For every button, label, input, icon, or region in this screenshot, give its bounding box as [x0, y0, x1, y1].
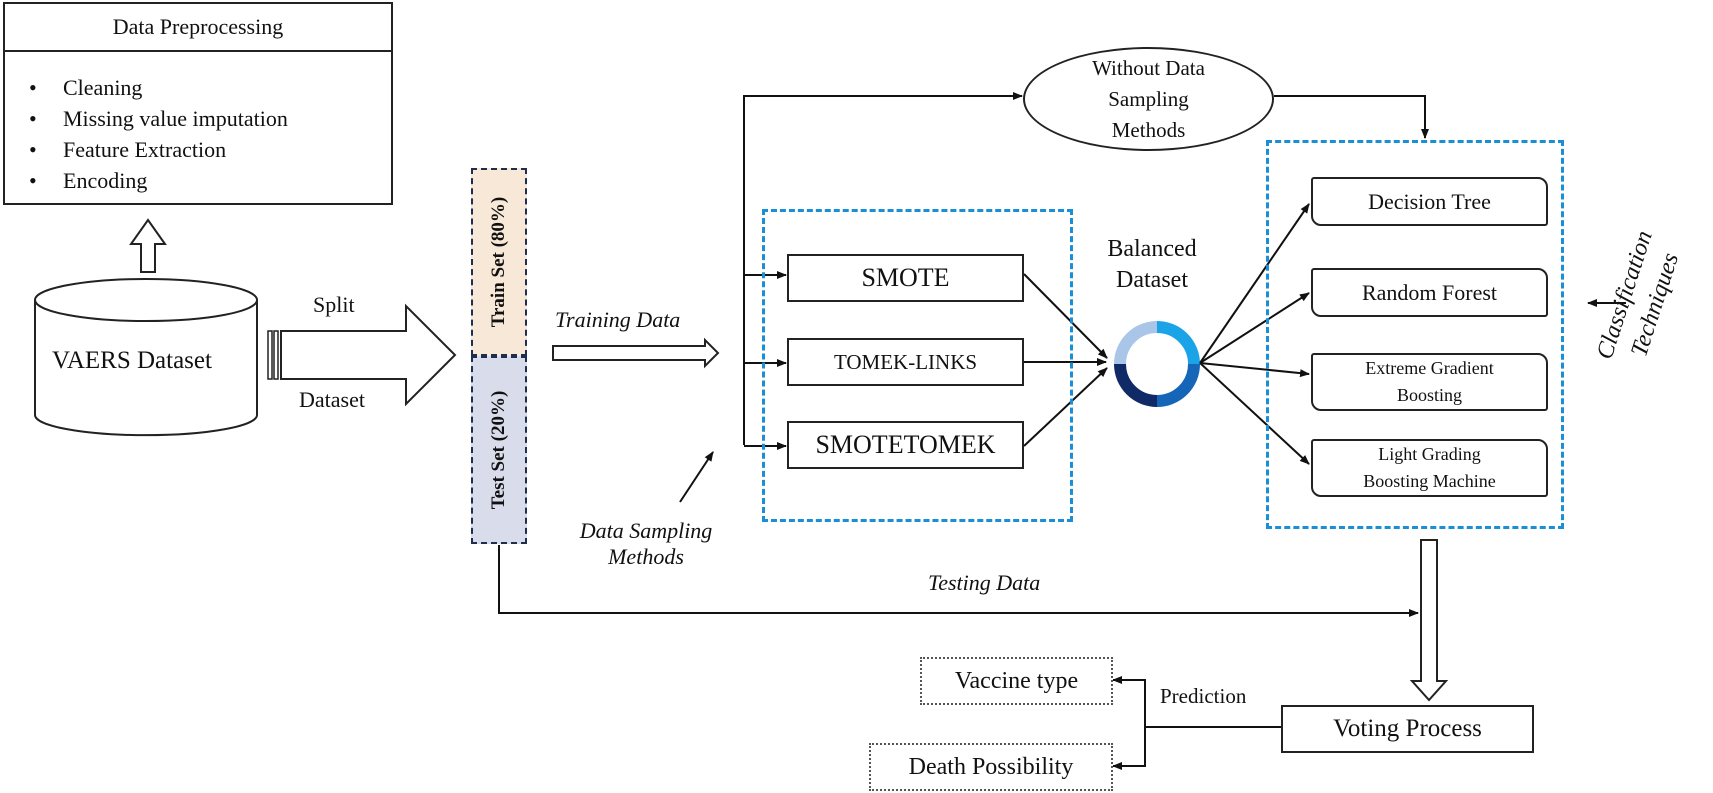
vaers-dataset-label: VAERS Dataset — [52, 347, 212, 374]
ring-segment — [1114, 321, 1158, 365]
hollow-down-arrow — [1409, 539, 1449, 702]
training-data-label: Training Data — [555, 307, 681, 332]
testing-data-line — [498, 545, 1419, 617]
balanced-dataset-ring-icon — [1114, 321, 1200, 407]
balanced-to-xgboost — [1199, 362, 1310, 378]
without-sampling-ellipse: Without Data Sampling Methods — [1023, 47, 1274, 151]
preprocessing-step: •Cleaning — [29, 75, 143, 100]
smote-box: SMOTE — [787, 254, 1024, 302]
split-label: Split — [313, 292, 355, 317]
train-set-box: Train Set (80%) — [471, 168, 527, 356]
ring-segment — [1156, 321, 1200, 365]
prediction-to-vaccine — [1112, 676, 1146, 727]
database-cylinder-icon — [34, 278, 258, 437]
decision-tree-box: Decision Tree — [1311, 177, 1548, 226]
data-preprocessing-box: Data Preprocessing •Cleaning •Missing va… — [3, 2, 393, 205]
classifier-group — [1266, 140, 1564, 529]
balanced-to-lightgbm — [1199, 362, 1310, 465]
training-data-arrow — [552, 337, 720, 369]
preprocessing-step: •Feature Extraction — [29, 137, 227, 162]
random-forest-box: Random Forest — [1311, 268, 1548, 317]
sampling-pointer-arrow — [679, 451, 714, 503]
prediction-to-death — [1112, 727, 1146, 770]
ring-segment — [1156, 363, 1200, 407]
test-set-box: Test Set (20%) — [471, 356, 527, 544]
branch-trunk — [743, 92, 1023, 445]
data-sampling-methods-label: Data Sampling Methods — [579, 518, 713, 569]
hollow-up-arrow — [129, 218, 167, 273]
smotetomek-box: SMOTETOMEK — [787, 421, 1024, 469]
without-sampling-to-classifiers — [1274, 95, 1429, 139]
sampling-methods-group — [762, 209, 1073, 522]
smotetomek-to-balanced — [1023, 367, 1108, 447]
preprocessing-steps-list: •Cleaning •Missing value imputation •Fea… — [5, 72, 391, 196]
balanced-dataset-label: Balanced Dataset — [1107, 236, 1197, 293]
balanced-to-random-forest — [1199, 292, 1310, 364]
ring-segment — [1114, 363, 1158, 407]
train-set-label: Train Set (80%) — [488, 196, 509, 328]
balanced-to-decision-tree — [1199, 203, 1310, 364]
tomek-links-box: TOMEK-LINKS — [787, 338, 1024, 386]
death-possibility-output: Death Possibility — [869, 743, 1113, 791]
preprocessing-step: •Encoding — [29, 168, 148, 193]
preprocessing-step: •Missing value imputation — [29, 106, 288, 131]
testing-data-label: Testing Data — [928, 570, 1041, 595]
voting-process-box: Voting Process — [1281, 705, 1534, 753]
prediction-label: Prediction — [1160, 684, 1247, 708]
data-preprocessing-title: Data Preprocessing — [5, 4, 391, 52]
split-arrow — [267, 303, 457, 407]
smote-to-balanced — [1023, 273, 1108, 359]
dataset-label: Dataset — [299, 387, 365, 412]
vaccine-type-output: Vaccine type — [920, 657, 1113, 705]
train-test-split: Train Set (80%) Test Set (20%) — [471, 168, 527, 544]
test-set-label: Test Set (20%) — [488, 390, 509, 510]
